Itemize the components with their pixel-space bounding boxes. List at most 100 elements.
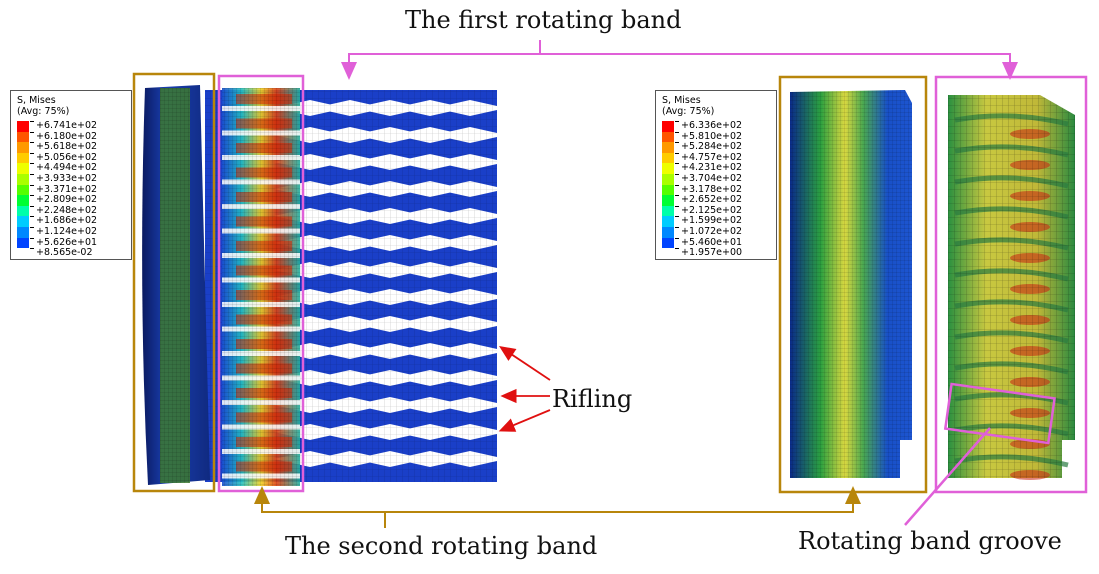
- legend-value: +8.565e-02: [36, 247, 93, 259]
- legend-value: +5.056e+02: [36, 151, 98, 163]
- legend-value: +2.248e+02: [36, 204, 98, 216]
- legend-value: +5.460e+01: [681, 236, 743, 248]
- legend-row: +5.626e+01: [17, 237, 125, 249]
- legend-row: +1.599e+02: [662, 216, 770, 227]
- legend-swatch: [662, 173, 674, 185]
- legend-tick: [30, 237, 34, 239]
- legend-tick: [30, 195, 34, 197]
- legend-row: +6.336e+02: [662, 120, 770, 132]
- legend-tick: [675, 184, 679, 186]
- legend-right-subtitle: (Avg: 75%): [662, 106, 715, 117]
- legend-swatch: [17, 226, 29, 238]
- legend-tick: [675, 205, 679, 207]
- legend-value: +3.933e+02: [36, 172, 98, 184]
- legend-tick: [675, 163, 679, 165]
- legend-value: +5.810e+02: [681, 130, 743, 142]
- first-band-connector: [348, 53, 1018, 80]
- legend-value: +1.957e+00: [681, 247, 743, 259]
- legend-swatch: [662, 216, 674, 227]
- legend-row: +4.231e+02: [662, 163, 770, 174]
- caption-groove: Rotating band groove: [798, 527, 1062, 555]
- legend-tick: [30, 205, 34, 207]
- legend-swatch: [17, 142, 29, 153]
- legend-value: +6.336e+02: [681, 120, 743, 131]
- legend-row: +5.618e+02: [17, 142, 125, 153]
- legend-row: +6.180e+02: [17, 130, 125, 143]
- rifling-arrow-3: [498, 409, 551, 432]
- legend-tick: [30, 216, 34, 218]
- legend-value: +1.072e+02: [681, 225, 743, 237]
- legend-tick: [675, 237, 679, 239]
- legend-right-title: S, Mises: [662, 95, 701, 106]
- legend-row: +2.652e+02: [662, 195, 770, 206]
- legend-tick: [675, 195, 679, 197]
- legend-value: +4.231e+02: [681, 162, 743, 174]
- legend-left-rows: +6.741e+02+6.180e+02+5.618e+02+5.056e+02…: [17, 120, 125, 259]
- legend-tick: [30, 142, 34, 144]
- legend-row: +3.178e+02: [662, 183, 770, 196]
- legend-swatch: [662, 184, 674, 196]
- legend-swatch: [17, 173, 29, 185]
- legend-left-subtitle: (Avg: 75%): [17, 106, 70, 117]
- legend-row: +1.686e+02: [17, 216, 125, 227]
- legend-swatch: [662, 142, 674, 153]
- legend-tick: [675, 142, 679, 144]
- legend-swatch: [662, 237, 674, 249]
- legend-row: +1.957e+00: [662, 248, 770, 259]
- legend-row: +1.124e+02: [17, 226, 125, 238]
- legend-swatch: [17, 163, 29, 174]
- legend-value: +3.704e+02: [681, 172, 743, 184]
- legend-tick: [30, 163, 34, 165]
- legend-tick: [675, 226, 679, 228]
- legend-value: +2.125e+02: [681, 204, 743, 216]
- legend-swatch: [662, 121, 674, 132]
- legend-row: +5.460e+01: [662, 236, 770, 249]
- legend-tick: [30, 121, 34, 122]
- legend-value: +5.618e+02: [36, 141, 98, 153]
- legend-row: +5.056e+02: [17, 151, 125, 164]
- legend-tick: [30, 184, 34, 186]
- legend-value: +3.178e+02: [681, 183, 743, 195]
- legend-row: +8.565e-02: [17, 248, 125, 259]
- legend-row: +2.125e+02: [662, 204, 770, 217]
- legend-swatch: [17, 248, 29, 259]
- caption-second-band: The second rotating band: [285, 532, 598, 560]
- legend-tick: [30, 131, 34, 133]
- legend-value: +4.494e+02: [36, 162, 98, 174]
- second-band-connector: [261, 496, 854, 513]
- rifling-arrow-1: [499, 346, 551, 381]
- legend-swatch: [662, 131, 674, 143]
- legend-value: +6.180e+02: [36, 130, 98, 142]
- legend-swatch: [17, 152, 29, 164]
- legend-tick: [675, 152, 679, 154]
- legend-right-rows: +6.336e+02+5.810e+02+5.284e+02+4.757e+02…: [662, 120, 770, 259]
- legend-tick: [675, 131, 679, 133]
- groove-highlight-box: [943, 382, 1056, 445]
- right-model: [790, 90, 1075, 480]
- legend-swatch: [662, 205, 674, 217]
- legend-row: +2.809e+02: [17, 195, 125, 206]
- legend-value: +2.652e+02: [681, 194, 743, 206]
- legend-left: S, Mises (Avg: 75%) +6.741e+02+6.180e+02…: [10, 90, 132, 260]
- legend-swatch: [662, 195, 674, 206]
- legend-tick: [30, 152, 34, 154]
- legend-row: +5.810e+02: [662, 130, 770, 143]
- legend-value: +2.809e+02: [36, 194, 98, 206]
- legend-row: +4.494e+02: [17, 163, 125, 174]
- legend-value: +1.686e+02: [36, 215, 98, 227]
- left-second-band-frame: [132, 72, 216, 493]
- legend-tick: [675, 216, 679, 218]
- legend-swatch: [662, 226, 674, 238]
- legend-tick: [675, 248, 679, 250]
- legend-row: +6.741e+02: [17, 120, 125, 132]
- legend-right: S, Mises (Avg: 75%) +6.336e+02+5.810e+02…: [655, 90, 777, 260]
- legend-swatch: [662, 163, 674, 174]
- legend-tick: [30, 248, 34, 250]
- legend-swatch: [17, 184, 29, 196]
- legend-row: +1.072e+02: [662, 225, 770, 238]
- legend-swatch: [17, 205, 29, 217]
- caption-rifling: Rifling: [552, 385, 633, 413]
- legend-value: +6.741e+02: [36, 120, 98, 131]
- legend-swatch: [662, 152, 674, 164]
- legend-row: +3.704e+02: [662, 172, 770, 185]
